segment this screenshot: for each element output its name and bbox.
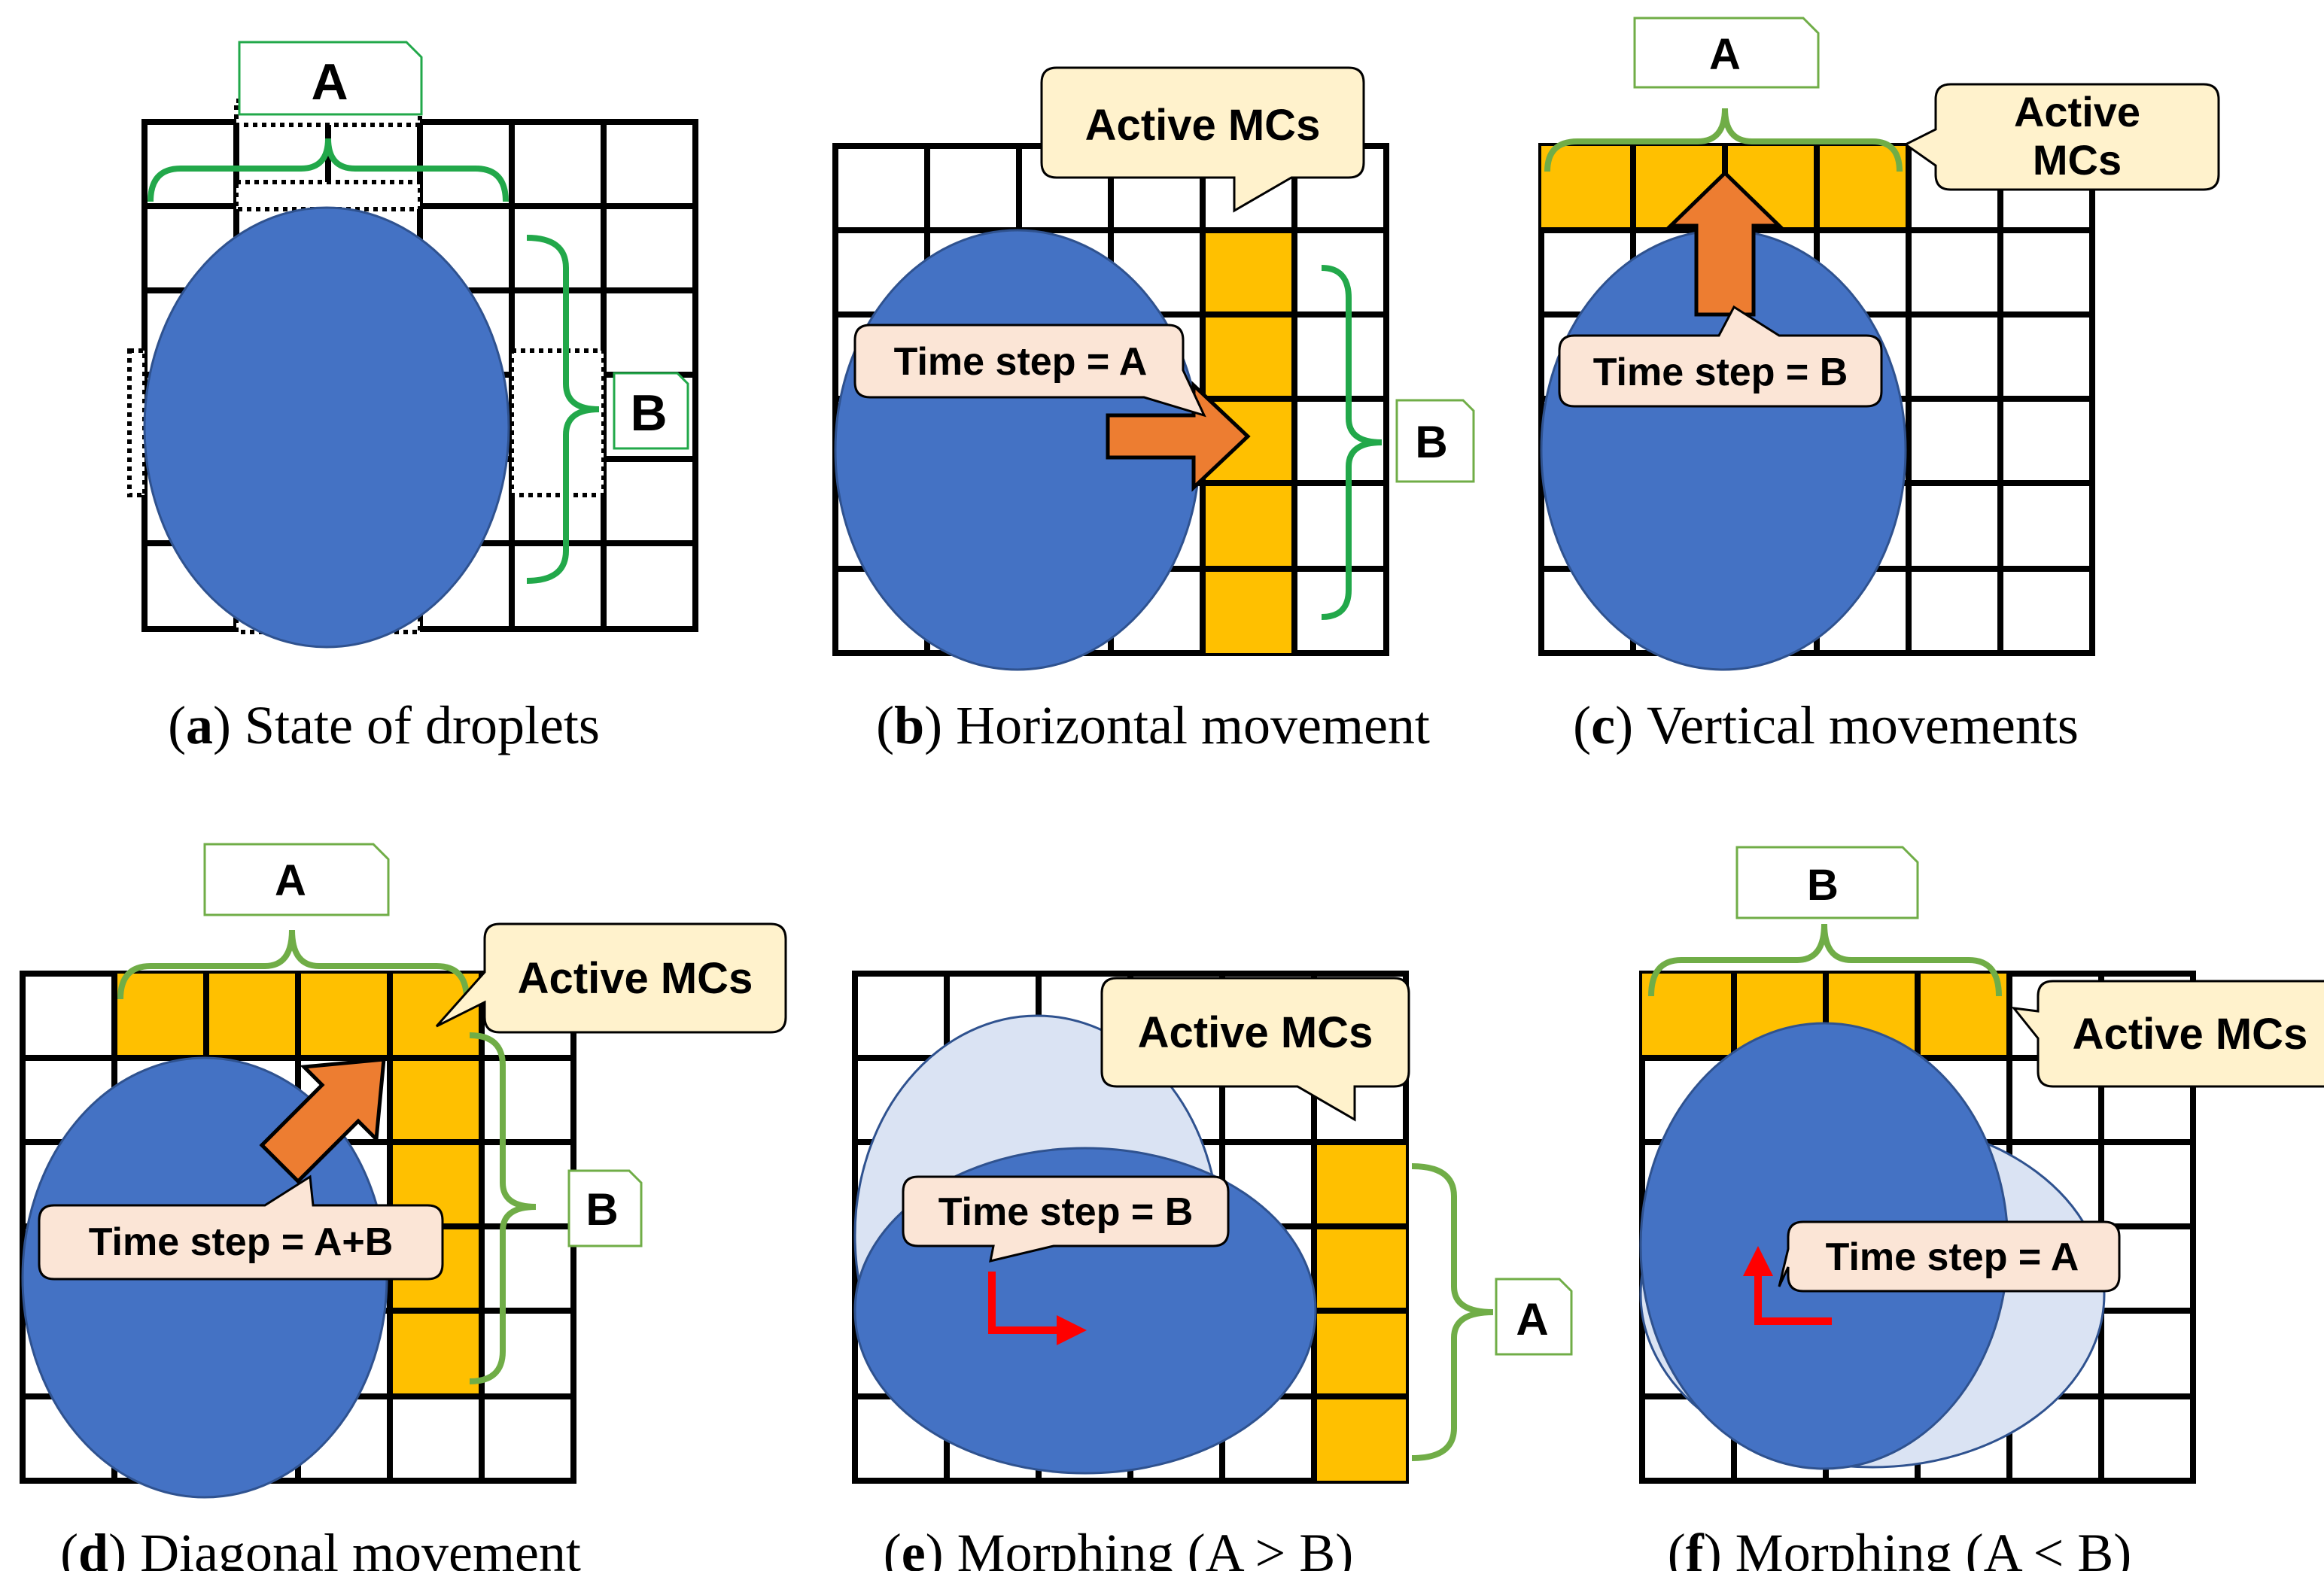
top-brace xyxy=(117,929,470,1000)
active-mcs-label-line1: Active xyxy=(2014,88,2140,135)
top-dimension-label: A xyxy=(275,856,306,905)
side-brace xyxy=(526,235,600,584)
panel-a: A B (a) State of droplets xyxy=(127,41,698,755)
side-dimension-label: B xyxy=(630,384,667,442)
caption-f: (f) Morphing (A < B) xyxy=(1668,1523,2132,1571)
dimension-label-box xyxy=(238,41,423,116)
caption-e: (e) Morphing (A > B) xyxy=(884,1523,1354,1571)
active-mcs-label: Active MCs xyxy=(1138,1008,1373,1057)
top-dimension-label: A xyxy=(311,53,348,111)
timestep-callout xyxy=(1778,1220,2121,1293)
active-mcs-label: Active MCs xyxy=(518,954,753,1003)
top-brace xyxy=(1648,923,2002,997)
panel-b: B Active MCs Time step = A (b) Horizonta… xyxy=(832,66,1475,755)
dimension-label-box xyxy=(1495,1278,1573,1356)
top-brace xyxy=(1544,108,1903,172)
up-arrowhead-icon xyxy=(1743,1246,1773,1276)
side-dimension-label: A xyxy=(1516,1294,1548,1345)
diagonal-arrow-icon xyxy=(259,1057,386,1184)
droplet xyxy=(143,206,510,649)
active-mcs-label-line2: MCs xyxy=(2033,136,2122,184)
timestep-callout xyxy=(902,1175,1230,1263)
side-dimension-label: B xyxy=(1415,417,1447,467)
top-dimension-label: A xyxy=(1709,30,1741,79)
right-arrowhead-icon xyxy=(1057,1315,1087,1345)
timestep-label: Time step = A xyxy=(894,340,1148,384)
caption-d: (d) Diagonal movement xyxy=(60,1523,581,1571)
timestep-label: Time step = B xyxy=(1593,351,1848,394)
caption-a: (a) State of droplets xyxy=(168,695,600,755)
timestep-label: Time step = A+B xyxy=(89,1220,394,1264)
timestep-callout xyxy=(38,1174,444,1281)
top-dimension-label: B xyxy=(1807,861,1839,910)
side-dimension-label: B xyxy=(586,1184,618,1235)
active-mcs-callout xyxy=(435,922,787,1034)
dimension-label-box xyxy=(613,372,689,450)
dimension-label-box xyxy=(1735,846,1919,919)
active-mcs-callout xyxy=(1100,977,1410,1122)
panel-d: A B Active MCs Time step = A+B (d) Diago… xyxy=(20,843,787,1571)
panel-c: A Active MCs Time step = B (c) Vertical … xyxy=(1538,17,2220,755)
timestep-label: Time step = A xyxy=(1826,1235,2079,1279)
active-mcs-callout xyxy=(2011,980,2324,1088)
dimension-label-box xyxy=(203,843,390,916)
dimension-label-box xyxy=(1633,17,1820,89)
timestep-callout xyxy=(853,324,1206,418)
active-mcs-callout xyxy=(1040,66,1365,213)
up-arrow-icon xyxy=(1665,170,1784,317)
morph-direction-line xyxy=(988,1272,1060,1334)
active-mcs-callout xyxy=(1903,83,2220,191)
timestep-label: Time step = B xyxy=(938,1190,1194,1234)
dimension-label-box xyxy=(1395,399,1475,483)
panel-e: A Active MCs Time step = B (e) Morphing … xyxy=(852,971,1573,1571)
panel-f: B Active MCs Time step = A (f) Morphing … xyxy=(1639,846,2324,1571)
side-brace xyxy=(1411,1163,1494,1461)
timestep-callout xyxy=(1558,305,1883,408)
caption-b: (b) Horizontal movement xyxy=(876,695,1430,755)
side-brace xyxy=(469,1032,537,1384)
active-mcs-label: Active MCs xyxy=(2073,1010,2308,1059)
caption-c: (c) Vertical movements xyxy=(1573,695,2079,755)
side-brace xyxy=(1321,265,1383,620)
dimension-label-box xyxy=(567,1169,643,1247)
morph-direction-line xyxy=(1754,1273,1832,1325)
active-mcs-label: Active MCs xyxy=(1085,101,1321,150)
top-brace xyxy=(148,138,509,202)
